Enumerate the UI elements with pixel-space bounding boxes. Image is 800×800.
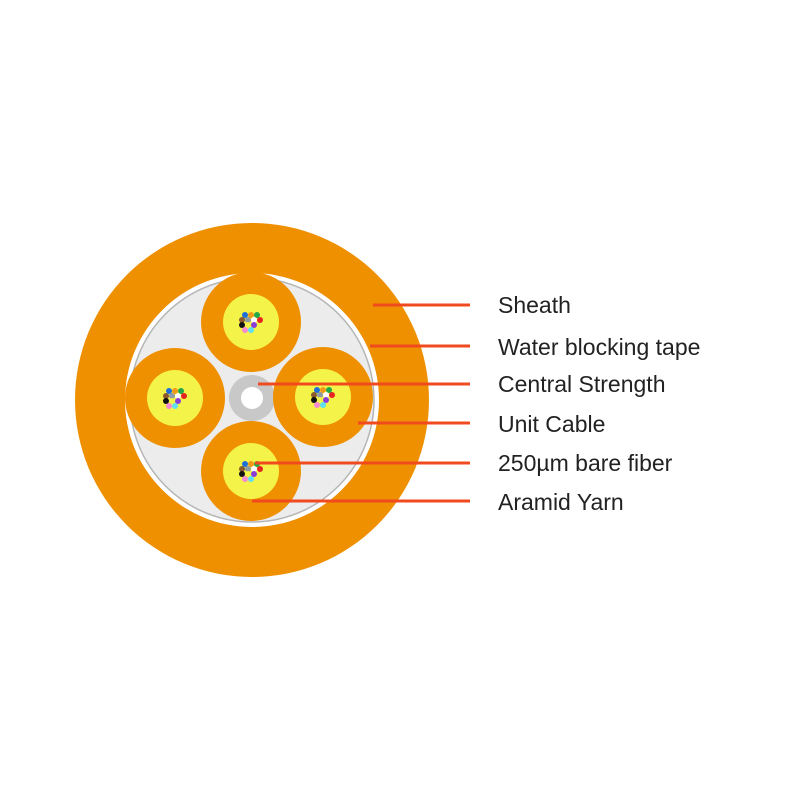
bare-fiber-aqua (248, 327, 254, 333)
label-central-strength: Central Strength (498, 371, 665, 397)
cable-cross-section (75, 223, 429, 577)
label-water-blocking-tape: Water blocking tape (498, 334, 700, 360)
bare-fiber-brown (239, 466, 245, 472)
bare-fiber-white (175, 393, 181, 399)
aramid-yarn-fill (223, 443, 279, 499)
bare-fiber-orange (248, 312, 254, 318)
bare-fiber-yellow (317, 397, 323, 403)
bare-fiber-orange (172, 388, 178, 394)
bare-fiber-yellow (245, 322, 251, 328)
bare-fiber-slate (245, 466, 251, 472)
label-sheath: Sheath (498, 292, 571, 318)
bare-fiber-orange (320, 387, 326, 393)
bare-fiber-red (181, 393, 187, 399)
bare-fiber-green (178, 388, 184, 394)
aramid-yarn-fill (295, 369, 351, 425)
bare-fiber-aqua (320, 402, 326, 408)
bare-fiber-yellow (169, 398, 175, 404)
aramid-yarn-fill (147, 370, 203, 426)
bare-fiber-aqua (172, 403, 178, 409)
unit-cable-left (125, 348, 225, 448)
label-unit-cable: Unit Cable (498, 411, 605, 437)
bare-fiber-blue (242, 461, 248, 467)
bare-fiber-blue (166, 388, 172, 394)
bare-fiber-green (254, 312, 260, 318)
bare-fiber-rose (166, 403, 172, 409)
bare-fiber-black (163, 398, 169, 404)
bare-fiber-blue (242, 312, 248, 318)
unit-cables-group (125, 272, 373, 521)
bare-fiber-violet (251, 471, 257, 477)
bare-fiber-brown (311, 392, 317, 398)
bare-fiber-slate (317, 392, 323, 398)
bare-fiber-aqua (248, 476, 254, 482)
bare-fiber-yellow (245, 471, 251, 477)
bare-fiber-slate (169, 393, 175, 399)
bare-fiber-black (239, 471, 245, 477)
bare-fiber-orange (248, 461, 254, 467)
unit-cable-bottom (201, 421, 301, 521)
bare-fiber-black (311, 397, 317, 403)
aramid-yarn-fill (223, 294, 279, 350)
bare-fiber-brown (163, 393, 169, 399)
bare-fiber-red (329, 392, 335, 398)
bare-fiber-red (257, 317, 263, 323)
bare-fiber-violet (251, 322, 257, 328)
unit-cable-right (273, 347, 373, 447)
bare-fiber-white (251, 466, 257, 472)
leader-lines (252, 303, 470, 503)
bare-fiber-red (257, 466, 263, 472)
bare-fiber-blue (314, 387, 320, 393)
bare-fiber-slate (245, 317, 251, 323)
bare-fiber-white (251, 317, 257, 323)
bare-fiber-violet (175, 398, 181, 404)
bare-fiber-rose (314, 402, 320, 408)
bare-fiber-white (323, 392, 329, 398)
label-aramid-yarn: Aramid Yarn (498, 489, 624, 515)
bare-fiber-rose (242, 327, 248, 333)
labels: Sheath Water blocking tape Central Stren… (498, 292, 700, 515)
central-strength-core (241, 387, 263, 409)
bare-fiber-black (239, 322, 245, 328)
bare-fiber-violet (323, 397, 329, 403)
bare-fiber-green (326, 387, 332, 393)
bare-fiber-rose (242, 476, 248, 482)
unit-cable-top (201, 272, 301, 372)
label-bare-fiber: 250µm bare fiber (498, 450, 673, 476)
bare-fiber-brown (239, 317, 245, 323)
